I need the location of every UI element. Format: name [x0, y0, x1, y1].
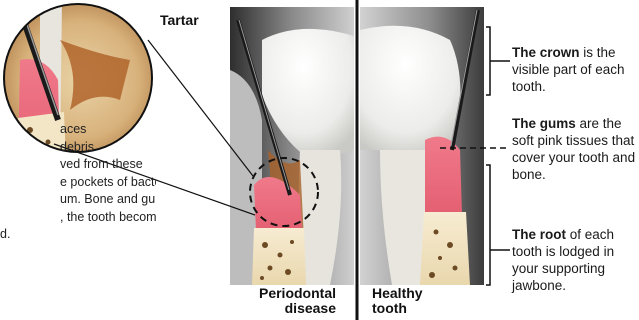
- left-desc-line: , the tooth becomes: [0, 209, 156, 227]
- healthy-caption: Healthy tooth: [372, 286, 452, 316]
- left-desc-line: um. Bone and gum: [0, 191, 156, 209]
- left-desc-line: e pockets of bacteria: [0, 174, 156, 192]
- left-desc-line: aces: [0, 121, 156, 139]
- periodontal-caption-line2: disease: [230, 301, 336, 316]
- left-desc-line: ved from these: [0, 156, 156, 174]
- gums-description: The gums are the soft pink tissues that …: [512, 115, 639, 183]
- healthy-panel: [360, 7, 484, 285]
- root-description: The root of each tooth is lodged in your…: [512, 226, 639, 294]
- crown-description: The crown is the visible part of each to…: [512, 44, 639, 95]
- tartar-label: Tartar: [160, 12, 199, 28]
- left-description: aces debris ved from these e pockets of …: [0, 121, 156, 244]
- gums-term: The gums: [512, 116, 576, 131]
- periodontal-panel: [230, 7, 354, 285]
- healthy-caption-line2: tooth: [372, 301, 452, 316]
- periodontal-caption-line1: Periodontal: [230, 286, 336, 301]
- periodontal-caption: Periodontal disease: [230, 286, 336, 316]
- left-desc-line: d.: [0, 226, 156, 244]
- healthy-caption-line1: Healthy: [372, 286, 452, 301]
- root-term: The root: [512, 227, 566, 242]
- left-desc-line: debris: [0, 139, 156, 157]
- crown-term: The crown: [512, 45, 580, 60]
